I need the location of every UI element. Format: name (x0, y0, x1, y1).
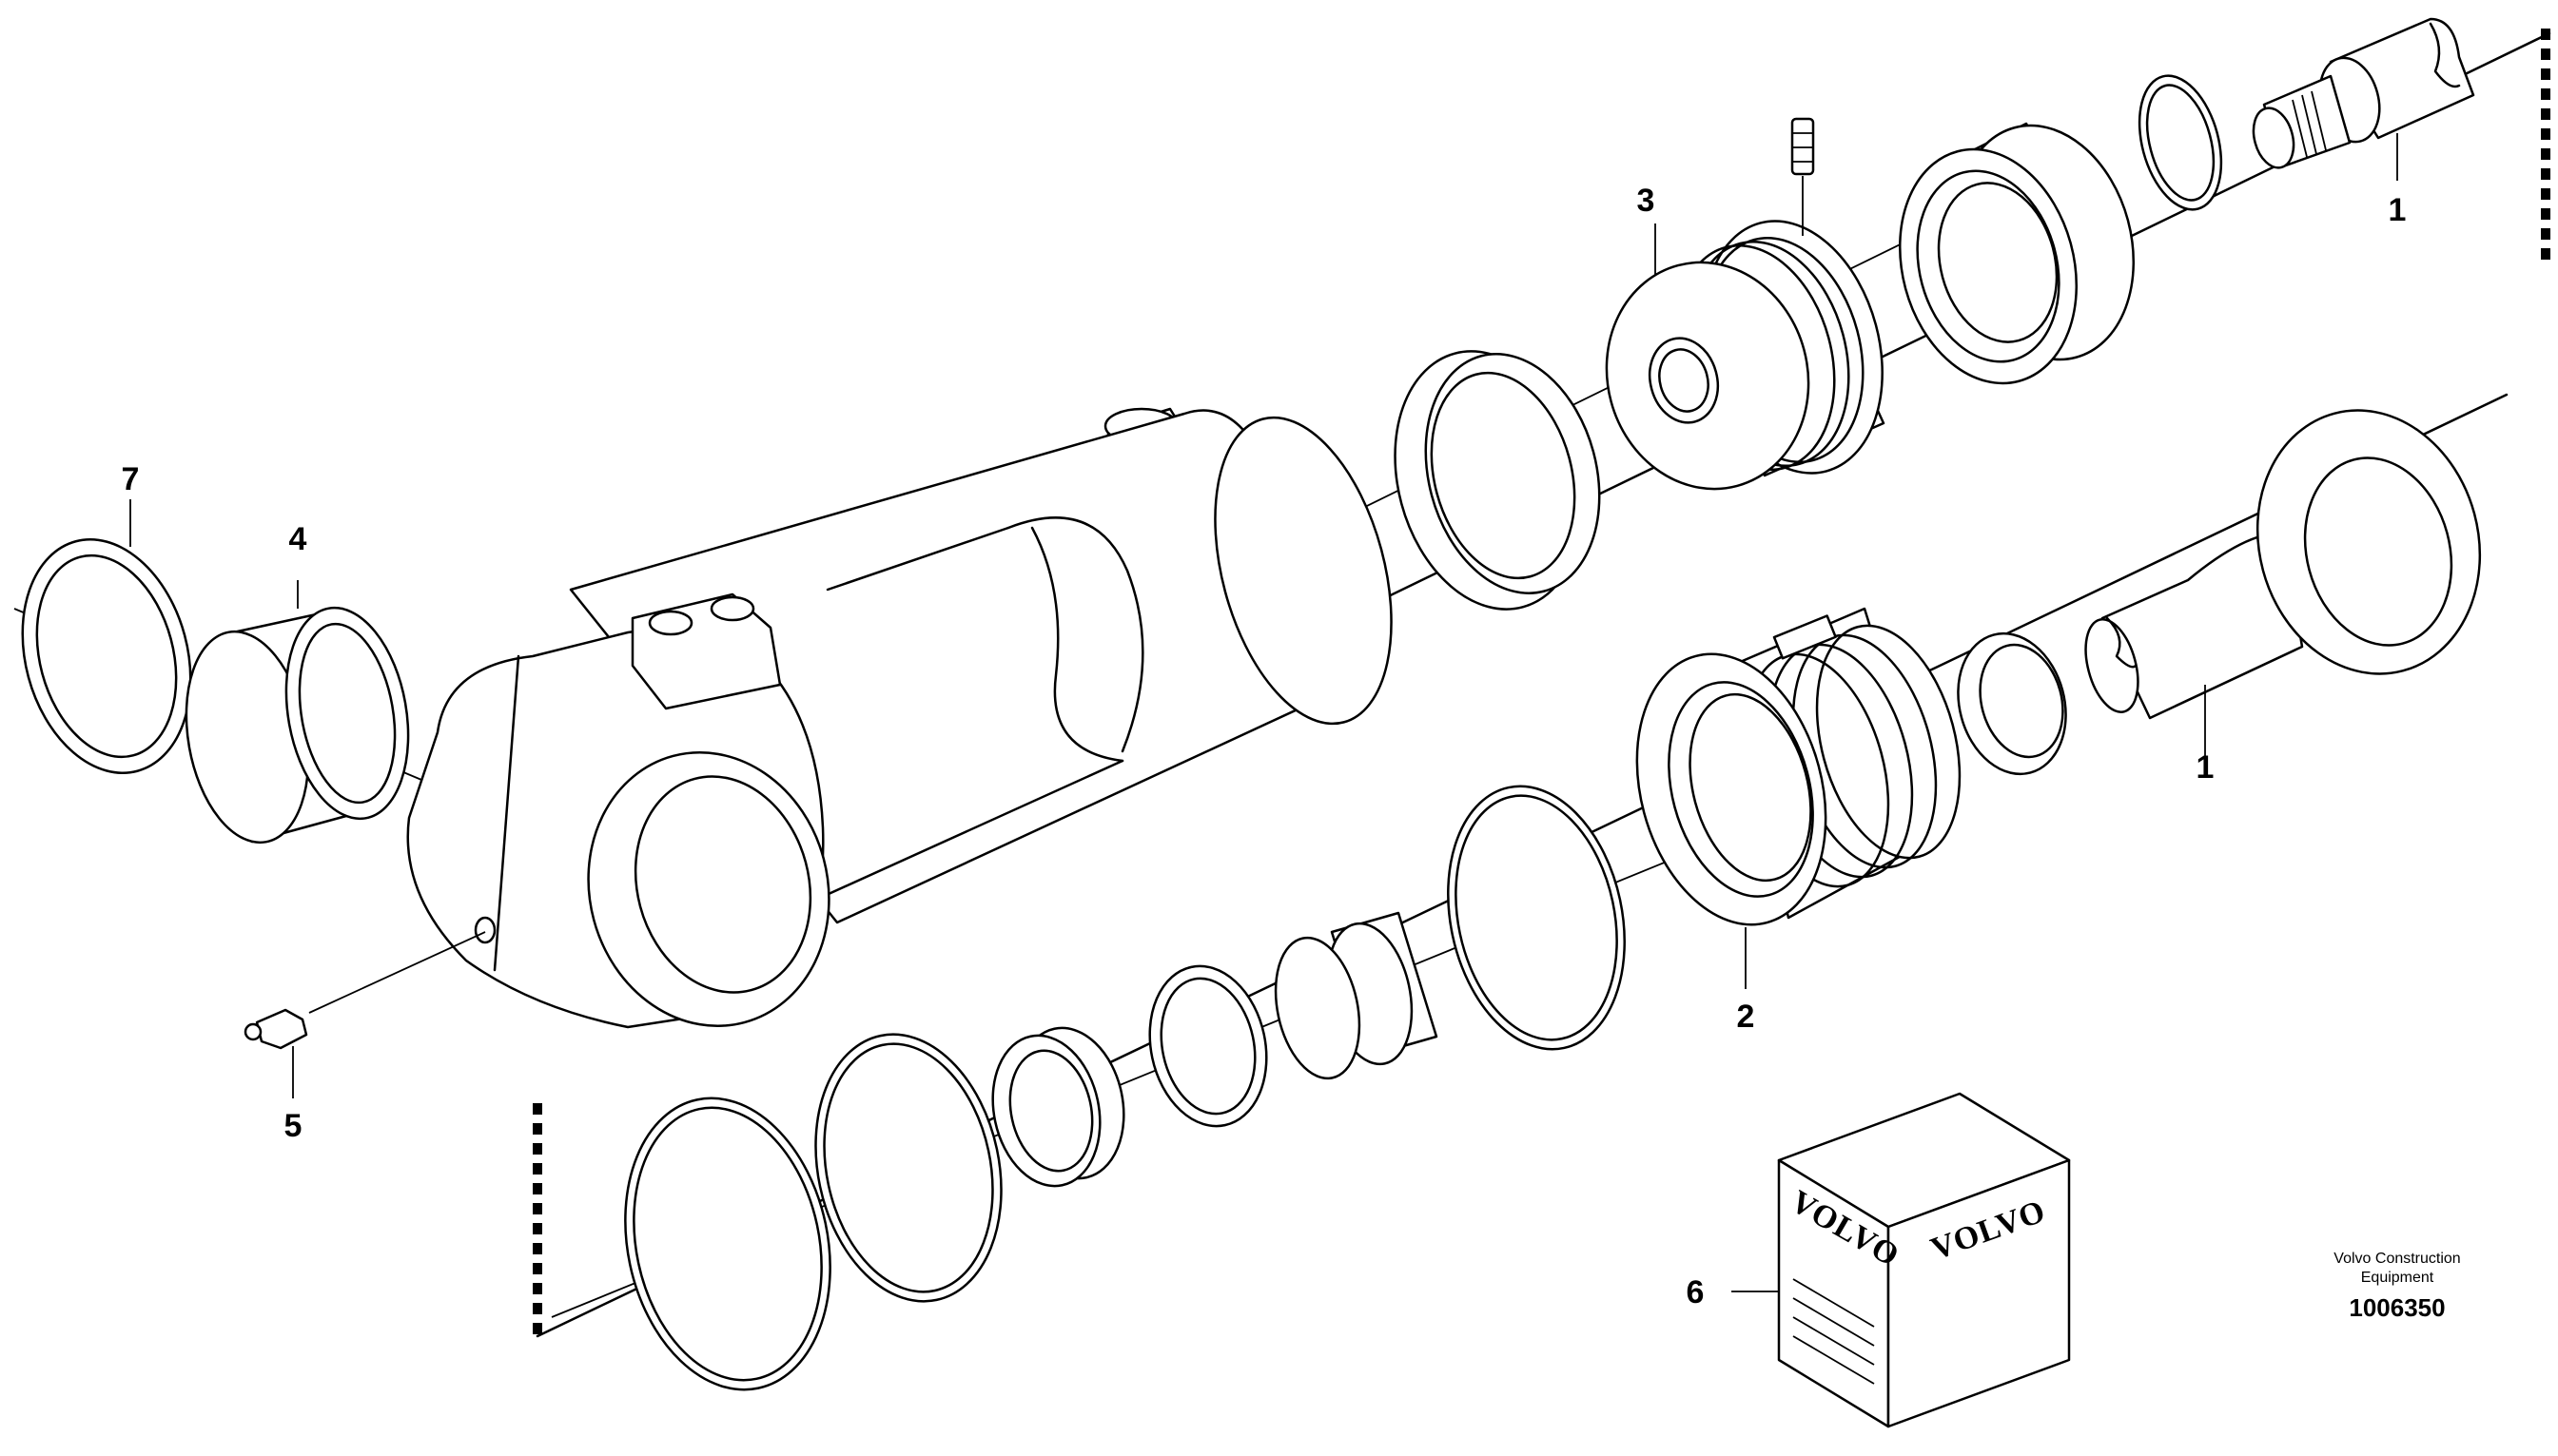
piston-rod-upper-item-1 (2252, 17, 2475, 169)
callout-5: 5 (284, 1108, 303, 1144)
piston-item-3 (1605, 117, 1885, 491)
callout-4: 4 (289, 521, 307, 557)
credit-company: Volvo Construction (2333, 1251, 2461, 1267)
leader-lines (129, 133, 2398, 1292)
drawing-number: 1006350 (2349, 1293, 2446, 1322)
cylinder-head-end (406, 592, 830, 1029)
guide-ring (1394, 350, 1601, 611)
seal-ring-item-7 (21, 538, 192, 774)
credit-company-line2: Equipment (2360, 1270, 2434, 1286)
callout-7: 7 (122, 461, 140, 497)
rod-seal-sleeve (1957, 631, 2067, 776)
grease-nipple-item-5 (244, 931, 486, 1050)
callout-1-upper: 1 (2389, 192, 2407, 228)
callout-6: 6 (1687, 1274, 1705, 1310)
callout-1-lower: 1 (2197, 749, 2215, 786)
callout-3: 3 (1637, 183, 1655, 219)
rod-eye-item-1 (2084, 409, 2482, 720)
bushing-item-4 (185, 606, 410, 844)
piston-nut (1898, 122, 2136, 385)
seal-kit-rings (624, 785, 1626, 1391)
parts-kit-box-item-6: VOLVO VOLVO (1777, 1092, 2071, 1428)
cylinder-head-item-2 (1635, 607, 1962, 926)
box-side (1886, 1158, 2071, 1428)
small-o-ring-upper (2138, 74, 2223, 211)
callout-2: 2 (1737, 999, 1755, 1035)
